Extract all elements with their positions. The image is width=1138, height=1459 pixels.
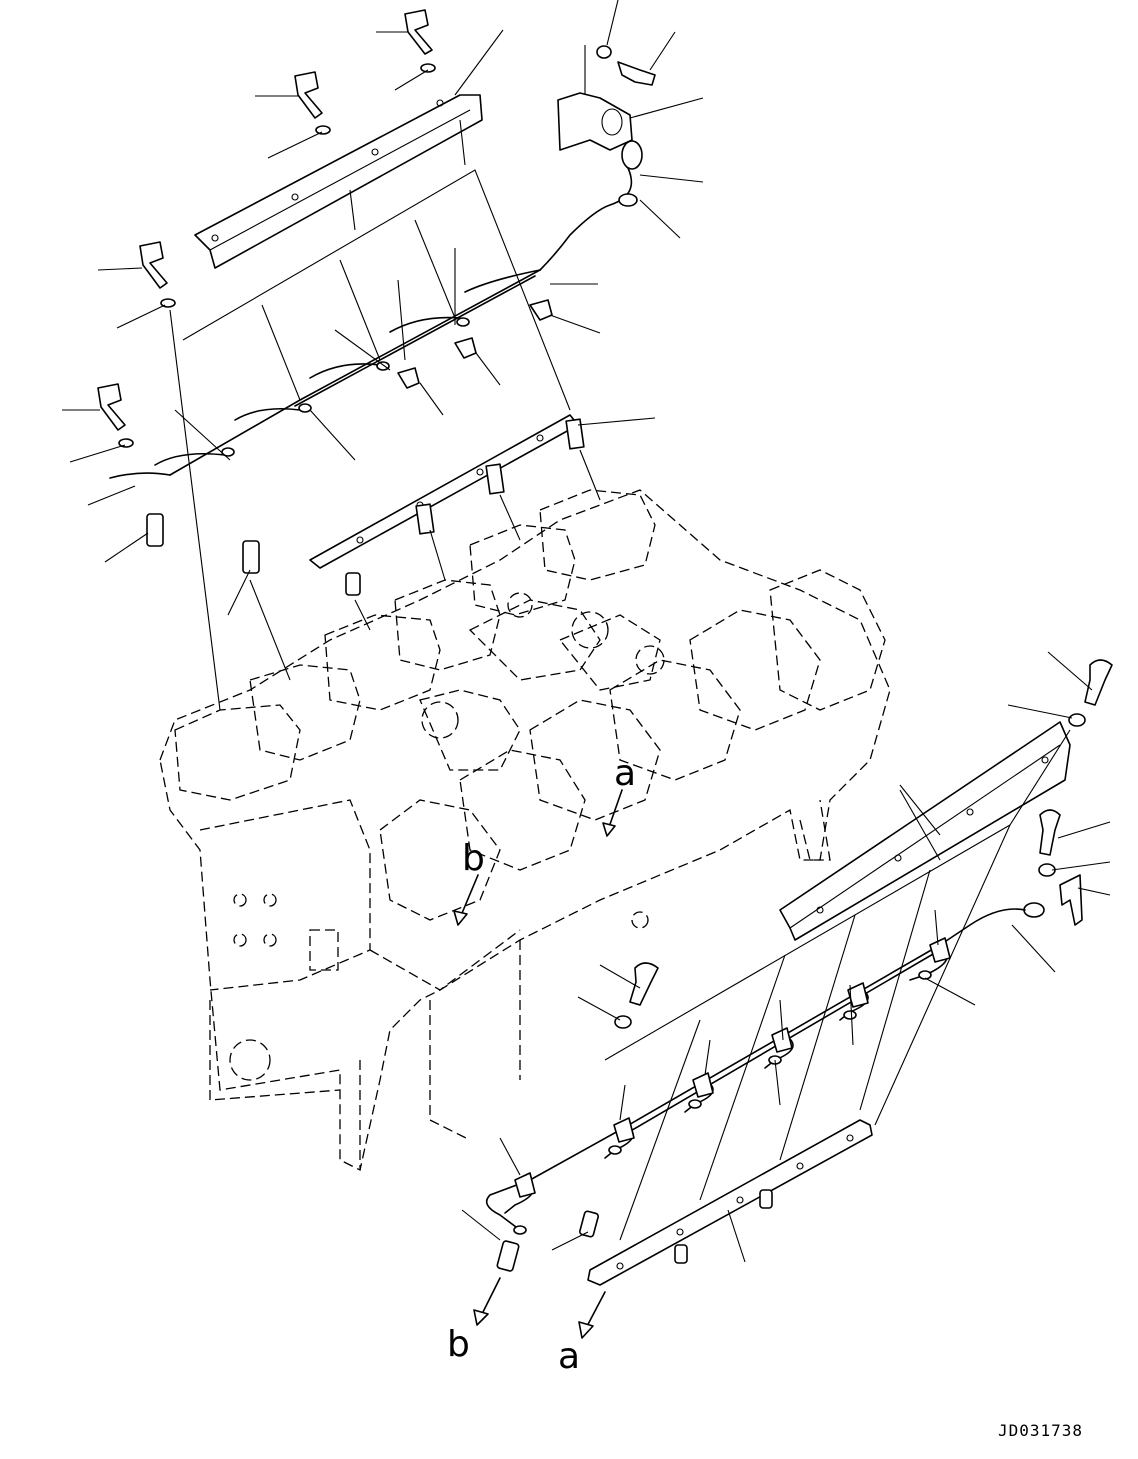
label-a-upper: a xyxy=(614,753,636,794)
upper-alignment-lines xyxy=(169,45,601,711)
label-b-upper: b xyxy=(462,838,485,879)
lower-leader-lines xyxy=(461,651,1111,1263)
upper-wiring-harness xyxy=(109,269,553,479)
lower-rail-bar xyxy=(587,1119,873,1286)
upper-sleeves xyxy=(146,513,361,596)
upper-sensor-bracket xyxy=(539,92,643,271)
upper-leader-lines xyxy=(62,0,704,616)
label-b-lower: b xyxy=(447,1324,470,1365)
lower-sensor-bracket xyxy=(939,874,1083,946)
lower-alignment-lines xyxy=(604,729,1071,1241)
label-a-lower: a xyxy=(558,1336,580,1377)
lower-wiring-harness xyxy=(485,937,951,1235)
upper-cover-plate xyxy=(194,94,483,269)
reference-arrows xyxy=(453,789,623,1339)
rocker-covers xyxy=(174,489,886,921)
lower-bolts xyxy=(614,659,1113,1029)
lower-cover-plate xyxy=(779,721,1071,941)
drawing-code: JD031738 xyxy=(998,1421,1083,1440)
engine-block-outline xyxy=(159,489,891,1171)
lower-sleeves xyxy=(496,1210,599,1272)
upper-bolts xyxy=(97,9,656,448)
